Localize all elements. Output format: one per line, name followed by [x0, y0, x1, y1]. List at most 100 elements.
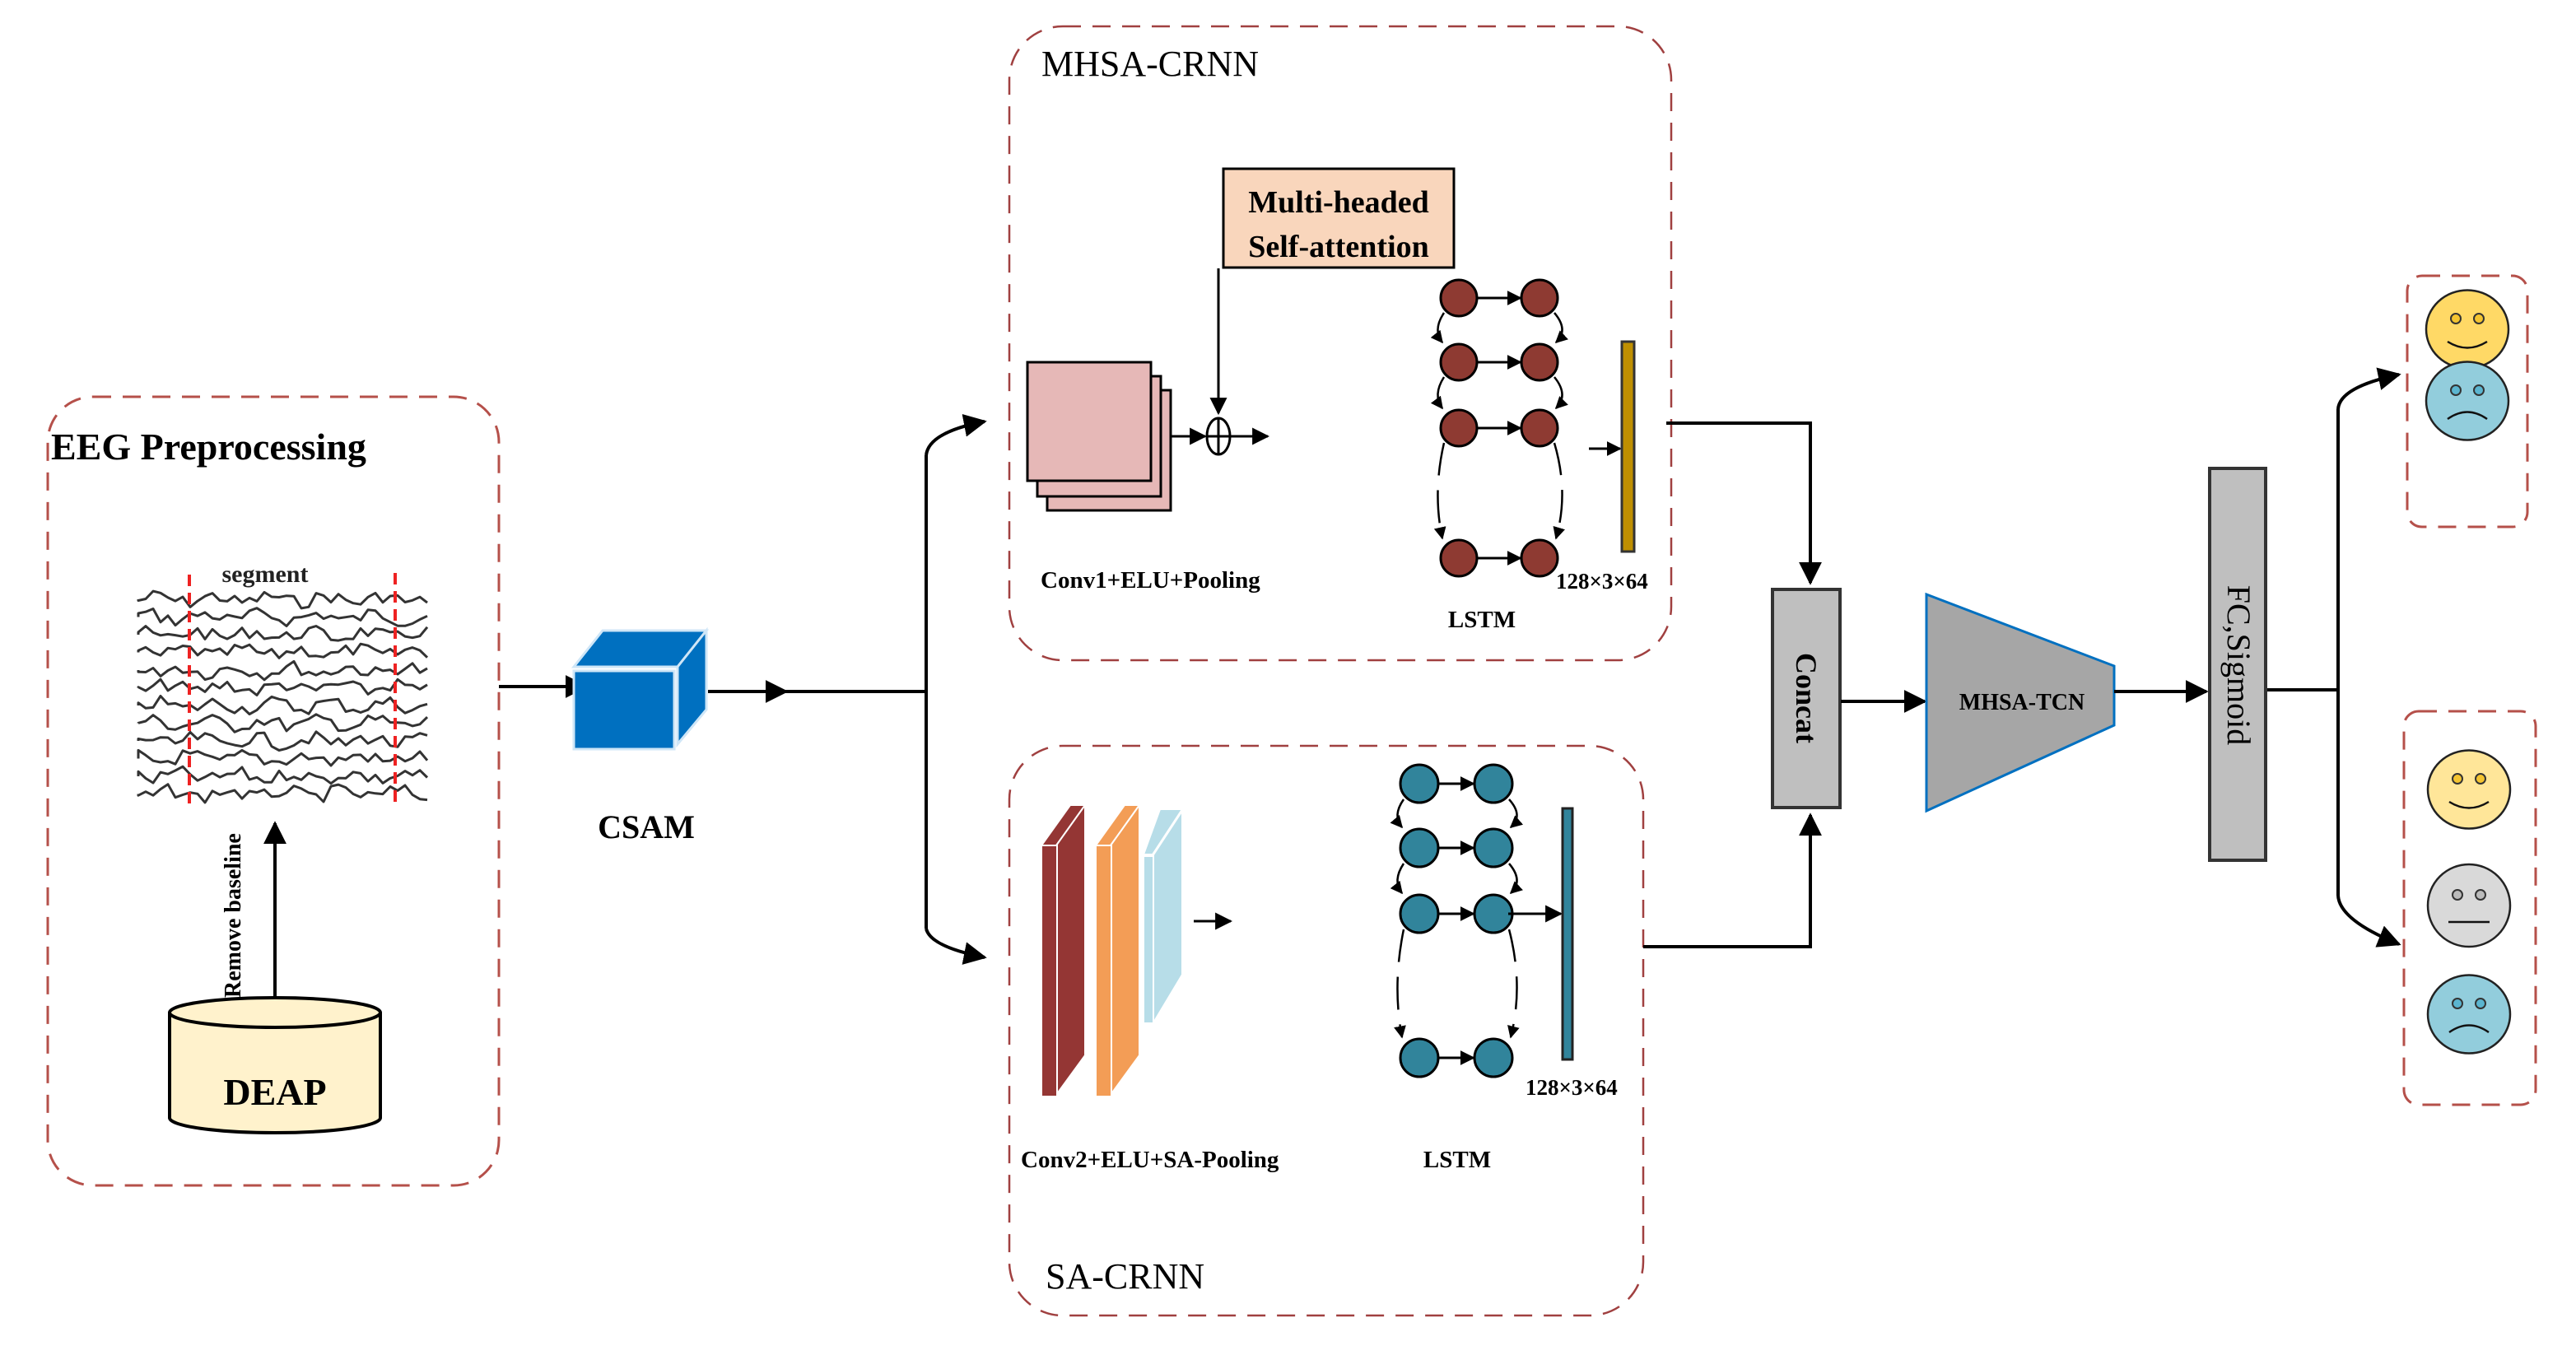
eeg-channel-trace	[137, 659, 428, 682]
happy-face-icon	[2426, 749, 2512, 830]
eeg-waves	[137, 589, 429, 804]
mhsa-to-concat-arrow	[1666, 421, 1822, 585]
mhsa-tcn-block: MHSA-TCN	[1925, 592, 2116, 813]
sa-to-concat-arrow	[1643, 813, 1822, 948]
fc-sigmoid-block: FC,Sigmoid	[2208, 467, 2267, 862]
lstm-vertical-arrow	[1394, 929, 1406, 1039]
face-eye-right	[2473, 384, 2485, 396]
lstm-node	[1399, 893, 1440, 934]
eeg-channel-trace	[137, 713, 429, 733]
mhsa-output-dims: 128×3×64	[1556, 569, 1648, 594]
lstm1-network	[1430, 278, 1568, 578]
lstm-vertical-arrow	[1554, 376, 1568, 410]
conv1-label: Conv1+ELU+Pooling	[1041, 567, 1260, 594]
lstm-vertical-arrow	[1507, 929, 1520, 1039]
mhsa-crnn-border	[1008, 25, 1673, 662]
fc-sigmoid-box	[2208, 467, 2267, 862]
sa-crnn-title: SA-CRNN	[1046, 1256, 1204, 1297]
block-light-front	[1143, 855, 1154, 1024]
output-arrow-binary	[2336, 367, 2401, 410]
csam-label: CSAM	[598, 808, 695, 845]
sa-output-dims: 128×3×64	[1526, 1075, 1618, 1100]
face-eye-left	[2452, 998, 2463, 1009]
mhsa-crnn-module: MHSA-CRNN Multi-headed Self-attention Co…	[1008, 25, 1673, 662]
eeg-channel-trace	[137, 678, 428, 696]
lstm1-label: LSTM	[1448, 607, 1516, 633]
face-outline	[2425, 289, 2510, 370]
tcn-trapezoid	[1925, 592, 2116, 813]
sa-crnn-border	[1008, 744, 1645, 1317]
block-light-top	[1142, 808, 1184, 855]
face-mouth	[2448, 800, 2490, 809]
preprocessing-border	[46, 395, 501, 1187]
tcn-label: MHSA-TCN	[1959, 690, 2085, 715]
face-outline	[2425, 361, 2510, 441]
block-dark-front	[1041, 845, 1058, 1097]
cube-side-face	[676, 626, 708, 748]
csam-module: CSAM	[571, 626, 710, 845]
ternary-output-group	[2402, 710, 2537, 1106]
lstm-vertical-arrow	[1430, 312, 1446, 344]
lstm-vertical-arrow	[1554, 312, 1568, 344]
preprocessing-title: EEG Preprocessing	[51, 426, 366, 468]
attention-label-line2: Self-attention	[1248, 230, 1429, 264]
lstm-node	[1399, 827, 1440, 868]
neutral-face-icon	[2426, 863, 2512, 948]
concat-label: Concat	[1790, 653, 1823, 743]
eeg-channel-trace	[137, 765, 429, 785]
face-outline	[2426, 974, 2512, 1055]
sad-face-icon	[2425, 361, 2510, 441]
segment-label: segment	[222, 561, 309, 588]
face-eye-left	[2450, 313, 2462, 324]
face-eye-right	[2475, 773, 2486, 785]
lstm-node	[1439, 342, 1479, 382]
eeg-channel-trace	[137, 625, 429, 642]
branch-arrow-bottom	[925, 928, 987, 965]
dataset-label: DEAP	[223, 1071, 326, 1113]
deap-dataset-cylinder: DEAP	[168, 996, 382, 1134]
conv2-label: Conv2+ELU+SA-Pooling	[1021, 1147, 1279, 1173]
eeg-channel-trace	[137, 748, 429, 767]
concat-box	[1771, 588, 1842, 809]
lstm-vertical-arrow	[1433, 442, 1446, 540]
face-eye-right	[2473, 313, 2485, 324]
remove-baseline-label: Remove baseline	[221, 833, 246, 998]
face-outline	[2426, 863, 2512, 948]
face-eye-right	[2475, 889, 2486, 901]
block-dark-side	[1055, 802, 1086, 1098]
eeg-signal-plot: segment	[137, 561, 429, 805]
lstm-node	[1520, 538, 1559, 578]
attention-box	[1222, 167, 1456, 269]
lstm-node	[1473, 893, 1514, 934]
lstm-vertical-arrow	[1390, 863, 1405, 895]
lstm-node	[1399, 1037, 1440, 1078]
feature-map-1	[1026, 361, 1153, 482]
cylinder-top	[168, 996, 382, 1029]
lstm-node	[1473, 1037, 1514, 1078]
face-mouth	[2448, 1024, 2490, 1034]
mhsa-crnn-title: MHSA-CRNN	[1041, 44, 1259, 84]
block-orange-front	[1095, 845, 1112, 1097]
lstm-node	[1439, 408, 1479, 448]
lstm-node	[1520, 278, 1559, 318]
lstm-node	[1520, 408, 1559, 448]
branch-arrow-top	[925, 413, 987, 456]
cube-front-face	[572, 669, 676, 751]
eeg-channel-trace	[137, 607, 428, 627]
block-orange-side	[1110, 802, 1140, 1098]
concat-block: Concat	[1771, 588, 1842, 809]
eeg-channel-trace	[137, 642, 429, 659]
eeg-preprocessing-module: EEG Preprocessing segment Remove baselin…	[46, 395, 501, 1187]
sad-face-icon	[2426, 974, 2512, 1055]
eeg-channel-trace	[137, 730, 428, 752]
face-eye-left	[2452, 773, 2463, 785]
sa-crnn-module: SA-CRNN Conv2+ELU+SA-Pooling LSTM 128×3×…	[1008, 744, 1645, 1317]
happy-face-icon	[2425, 289, 2510, 370]
binary-output-group	[2406, 274, 2529, 528]
lstm-node	[1520, 342, 1559, 382]
lstm-node	[1399, 763, 1440, 804]
mhsa-output-bar	[1620, 340, 1636, 553]
lstm-node	[1439, 278, 1479, 318]
eeg-channel-trace	[137, 695, 428, 715]
